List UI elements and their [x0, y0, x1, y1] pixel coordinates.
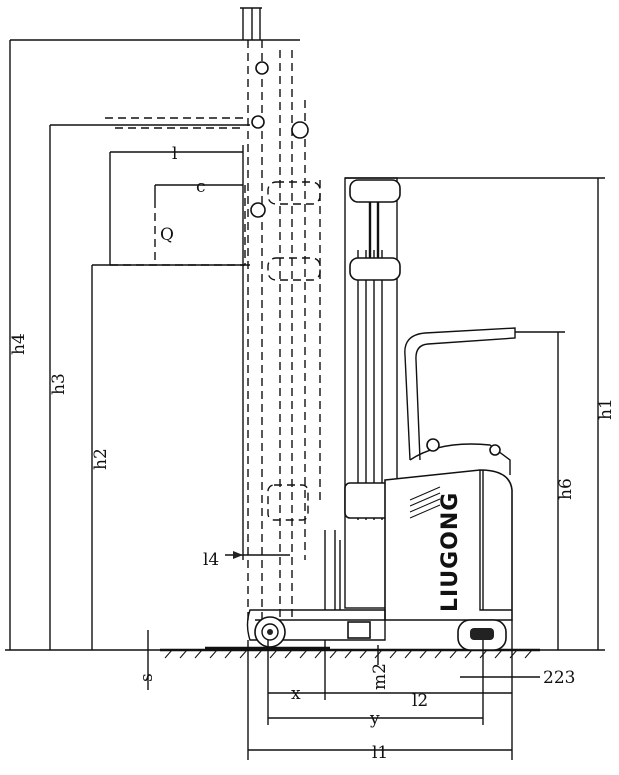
label-q: Q: [160, 225, 174, 245]
label-y: y: [369, 709, 380, 729]
label-m2: m2: [370, 663, 390, 690]
brand-logo-text: LIUGONG: [438, 492, 463, 612]
label-c: c: [196, 177, 206, 197]
truck-body: [205, 327, 516, 651]
label-l: l: [172, 144, 177, 164]
label-h3: h3: [49, 373, 69, 395]
label-h2: h2: [91, 448, 111, 470]
label-l4: l4: [203, 550, 219, 570]
label-l2: l2: [412, 691, 428, 711]
label-h6: h6: [556, 478, 576, 500]
label-l1: l1: [372, 743, 388, 763]
fork-dimensions: [109, 145, 244, 560]
height-dimensions-left: [5, 39, 300, 651]
length-dimensions-bottom: [247, 620, 540, 760]
label-x: x: [291, 684, 301, 704]
l4-dimension: [225, 551, 290, 559]
raised-mast: [105, 7, 321, 620]
label-h1: h1: [596, 398, 616, 420]
label-h4: h4: [9, 333, 29, 355]
lowered-mast: [344, 177, 401, 609]
label-223: 223: [543, 668, 575, 688]
label-s: s: [137, 673, 157, 682]
